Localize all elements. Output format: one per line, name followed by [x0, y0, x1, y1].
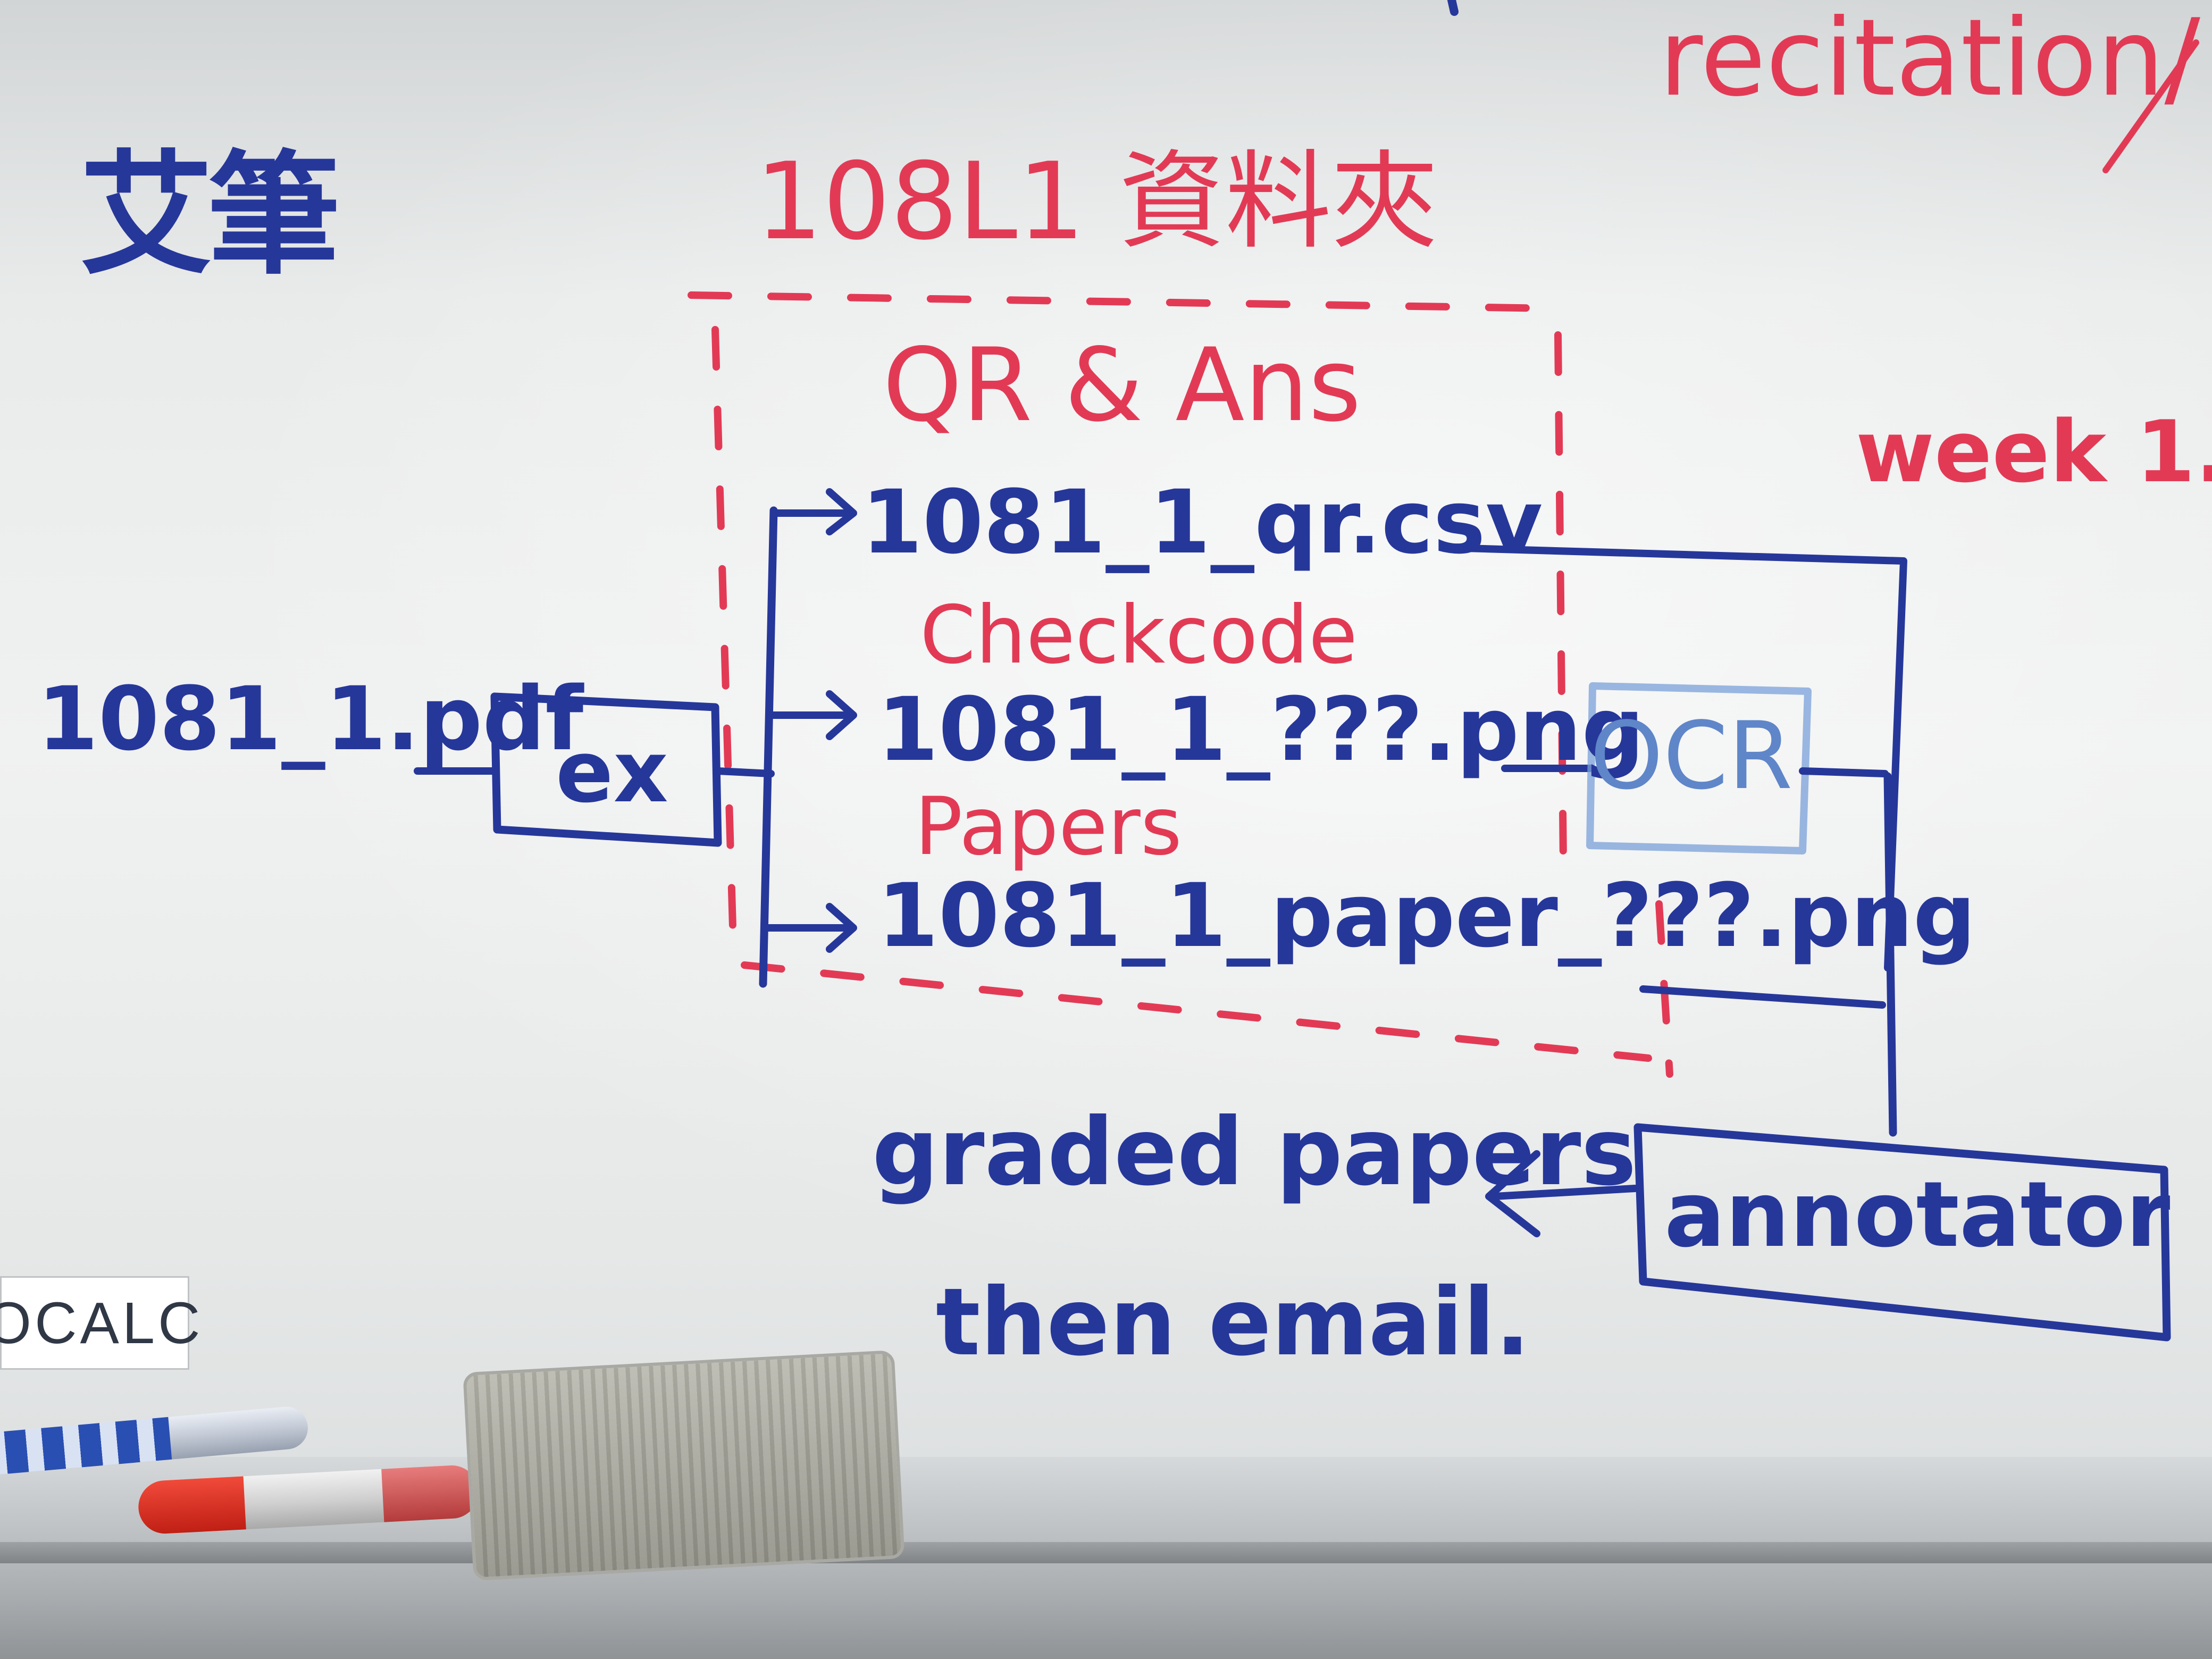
fan-out-spine: [759, 506, 778, 988]
source-pdf-label: 1081_1.pdf: [37, 668, 584, 770]
annotator-step-label: annotator: [1664, 1162, 2171, 1268]
graded-papers-label: graded papers: [872, 1099, 1637, 1206]
ocr-box: [1586, 682, 1812, 854]
chinese-title: 艾筆: [80, 138, 340, 292]
qr-csv-file: 1081_1_qr.csv: [861, 471, 1543, 573]
qr-ans-label: QR & Ans: [883, 326, 1361, 444]
ex-step-label: ex: [556, 722, 668, 822]
recitation-note: recitation/: [1659, 0, 2200, 120]
red-marker-tail: [381, 1464, 480, 1522]
folder-title: 108L1 資料夾: [755, 140, 1438, 264]
checkcode-label: Checkcode: [920, 589, 1358, 682]
whiteboard-eraser[interactable]: [463, 1350, 905, 1581]
qr-to-bus-line: [1443, 544, 1907, 971]
then-email-label: then email.: [936, 1269, 1531, 1377]
annotator-box: [1633, 1123, 2171, 1342]
marker-tray-lip: [0, 1542, 2212, 1563]
paper-png-file: 1081_1_paper_???.png: [877, 865, 1976, 967]
papers-label: Papers: [915, 781, 1182, 873]
wall-badge: OCALC: [0, 1276, 200, 1370]
checkcode-png-file: 1081_1_???.png: [877, 678, 1645, 781]
week-note: week 1.: [1856, 402, 2212, 501]
board-glare: [0, 0, 2212, 1436]
ocr-step-label: OCR: [1590, 702, 1793, 810]
red-marker-cap: [137, 1476, 246, 1535]
ex-box: [490, 692, 722, 847]
